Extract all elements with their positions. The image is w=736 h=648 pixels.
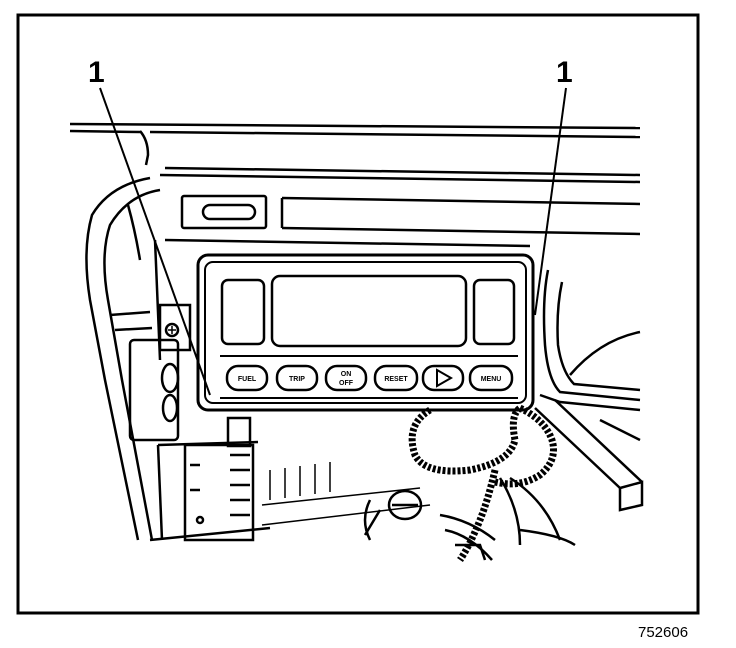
upper-vent-slots bbox=[164, 194, 641, 248]
leader-line-right bbox=[534, 87, 567, 316]
left-side-trim bbox=[85, 176, 180, 541]
driver-information-center bbox=[196, 253, 535, 412]
dic-button-row: FUEL TRIP ON OFF RESET MENU bbox=[225, 364, 514, 392]
left-display-window bbox=[220, 278, 266, 346]
fuel-button[interactable]: FUEL bbox=[225, 364, 269, 392]
on-off-button[interactable]: ON OFF bbox=[324, 364, 368, 392]
right-gauge-opening bbox=[539, 269, 641, 412]
mounting-bracket bbox=[158, 303, 192, 352]
dashboard-top-edge bbox=[69, 122, 641, 184]
select-button[interactable] bbox=[421, 364, 465, 392]
wiring-harness bbox=[408, 404, 562, 562]
lower-connector-block bbox=[149, 416, 271, 542]
menu-button-label: MENU bbox=[481, 376, 502, 383]
leader-line-left bbox=[99, 87, 211, 396]
right-display-window bbox=[472, 278, 516, 346]
lower-grille bbox=[261, 462, 431, 526]
menu-button[interactable]: MENU bbox=[468, 364, 514, 392]
callout-label-right: 1 bbox=[556, 56, 573, 89]
center-display-window bbox=[270, 274, 468, 348]
callout-leaders bbox=[99, 87, 567, 396]
diagram-frame bbox=[16, 13, 700, 615]
trip-button-label: TRIP bbox=[289, 376, 305, 383]
reset-button-label: RESET bbox=[384, 376, 408, 383]
fuel-button-label: FUEL bbox=[238, 376, 257, 383]
off-label: OFF bbox=[339, 380, 354, 387]
lower-right-components bbox=[363, 489, 576, 561]
trip-button[interactable]: TRIP bbox=[275, 364, 319, 392]
callout-label-left: 1 bbox=[88, 56, 105, 89]
support-bar bbox=[534, 399, 644, 512]
play-triangle-icon bbox=[436, 368, 454, 388]
figure-number: 752606 bbox=[638, 624, 689, 641]
reset-button[interactable]: RESET bbox=[373, 364, 419, 392]
on-label: ON bbox=[341, 371, 352, 378]
